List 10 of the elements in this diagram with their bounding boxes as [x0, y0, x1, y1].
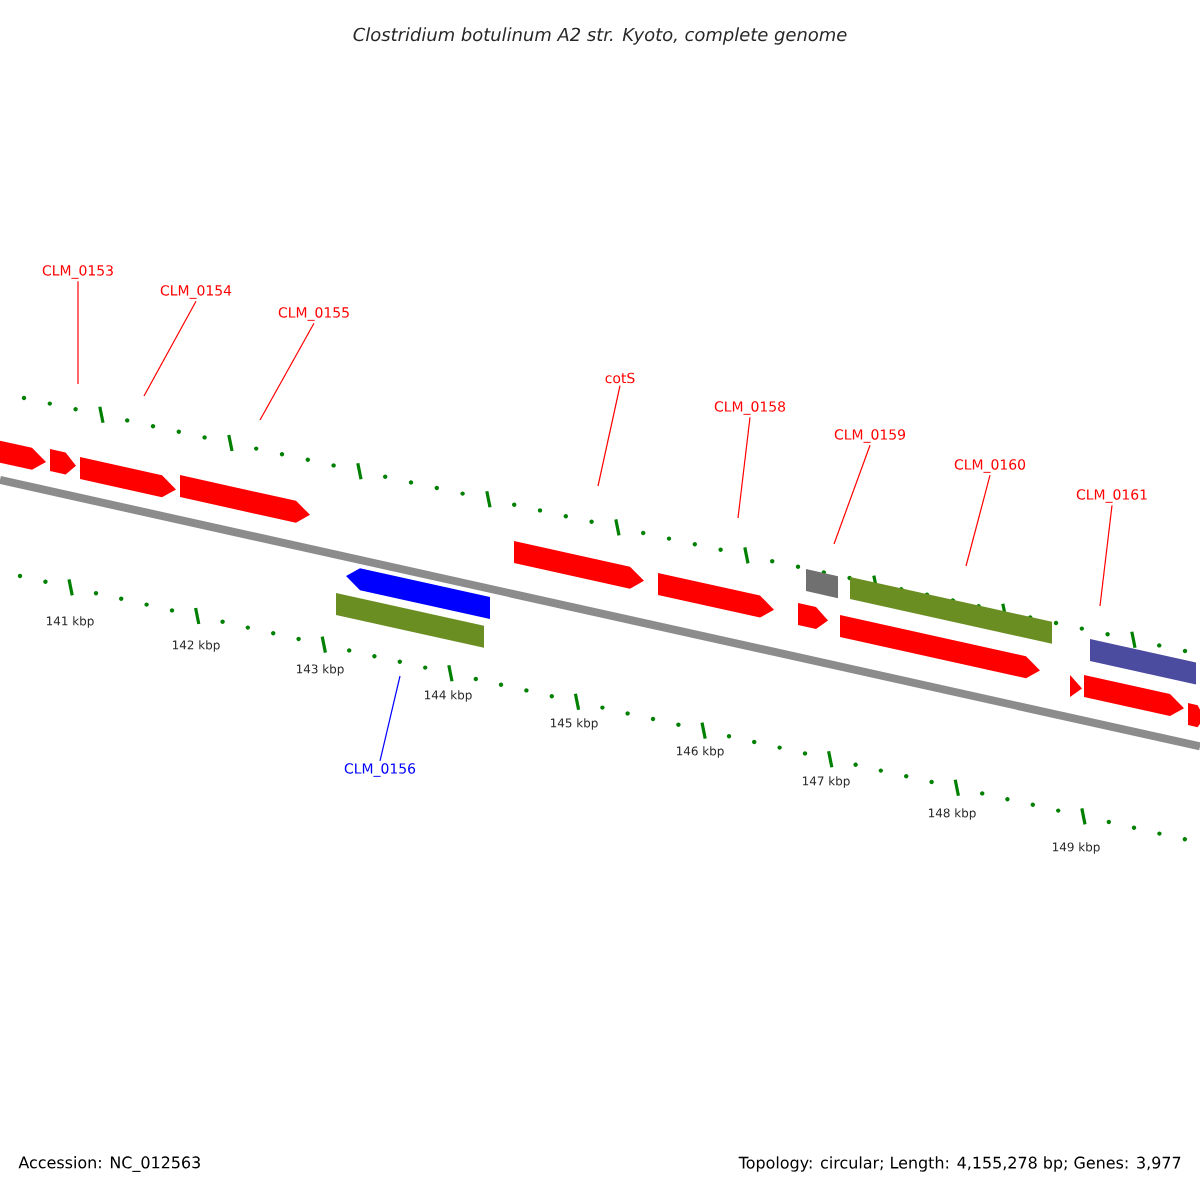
- leader-line: [833, 444, 871, 545]
- leader-line: [737, 416, 751, 519]
- leader-line: [77, 280, 79, 385]
- leader-line: [379, 675, 401, 762]
- leader-line: [597, 385, 621, 487]
- leader-line: [965, 474, 991, 567]
- leader-line: [143, 300, 197, 397]
- title: Clostridium botulinum A2 str. Kyoto, complete genome: [353, 27, 847, 45]
- leader-line: [1099, 504, 1113, 607]
- leader-line: [259, 322, 315, 421]
